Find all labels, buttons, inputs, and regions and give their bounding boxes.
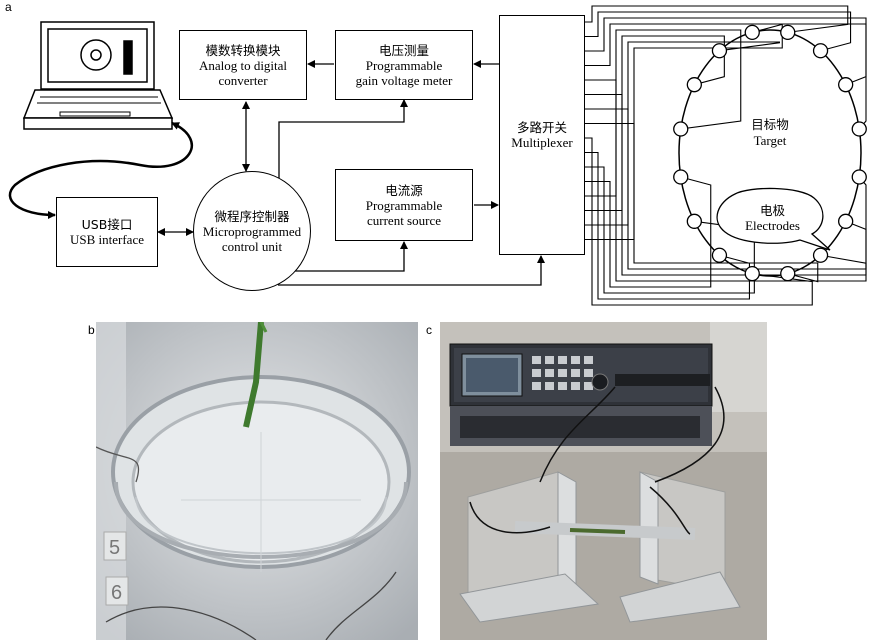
electrode-wire bbox=[585, 5, 849, 33]
voltmeter-label-en2: gain voltage meter bbox=[355, 72, 453, 88]
mcu-label-en1: Microprogrammed bbox=[202, 223, 302, 239]
instrument-key bbox=[558, 369, 567, 377]
electrode-node bbox=[812, 247, 829, 263]
electrode-node bbox=[686, 213, 702, 229]
adc-label-cn: 模数转换模块 bbox=[205, 42, 281, 58]
multiplexer-block: 多路开关 Multiplexer bbox=[499, 15, 585, 255]
usb-label-cn: USB接口 bbox=[81, 217, 133, 232]
mcu-block: 微程序控制器 Microprogrammed control unit bbox=[193, 171, 311, 291]
tank-label-6: 6 bbox=[111, 582, 122, 604]
electrodes-label-en: Electrodes bbox=[745, 217, 800, 233]
mux-label-en1: Multiplexer bbox=[511, 135, 573, 150]
instrument-key bbox=[545, 382, 554, 390]
current-source-block: 电流源 Programmable current source bbox=[335, 169, 473, 241]
current-label-en2: current source bbox=[367, 212, 441, 228]
instrument-key bbox=[558, 382, 567, 390]
instrument-key bbox=[532, 369, 541, 377]
electrode-node bbox=[838, 213, 854, 229]
electrode-wire bbox=[585, 29, 742, 197]
electrodes-callout bbox=[716, 187, 831, 251]
electrode-node bbox=[744, 265, 760, 282]
electrode-wire bbox=[585, 17, 867, 86]
usb-label-en1: USB interface bbox=[69, 232, 144, 247]
adc-block: 模数转换模块 Analog to digital converter bbox=[179, 30, 307, 100]
electrode-node bbox=[686, 77, 702, 93]
instrument-key bbox=[532, 382, 541, 390]
electrode-node bbox=[711, 247, 728, 263]
electrode-node bbox=[851, 121, 867, 137]
current-label-en1: Programmable bbox=[365, 197, 443, 213]
target-boundary bbox=[678, 29, 862, 277]
electrode-wire bbox=[585, 23, 867, 130]
voltmeter-block: 电压测量 Programmable gain voltage meter bbox=[335, 30, 473, 100]
photo-instrument bbox=[440, 322, 767, 640]
electrode-wire bbox=[585, 79, 867, 282]
mcu-label-cn: 微程序控制器 bbox=[214, 208, 290, 224]
electrode-node bbox=[838, 77, 854, 93]
instrument-key bbox=[571, 382, 580, 390]
photo-tank: 5 6 bbox=[96, 322, 418, 640]
electrode-node bbox=[812, 43, 829, 59]
adc-label-en1: Analog to digital bbox=[198, 57, 288, 73]
electrode-wire bbox=[585, 41, 780, 226]
voltmeter-label-cn: 电压测量 bbox=[378, 42, 429, 58]
electrode-node bbox=[673, 169, 689, 185]
electrode-node bbox=[851, 169, 867, 185]
connection-lines bbox=[157, 60, 545, 286]
electrode-node bbox=[780, 265, 796, 282]
electrode-wire bbox=[585, 137, 813, 306]
mux-label-cn: 多路开关 bbox=[516, 120, 567, 135]
instrument-key bbox=[545, 356, 554, 364]
instrument-key bbox=[558, 356, 567, 364]
instrument-key bbox=[584, 369, 593, 377]
instrument-key bbox=[571, 369, 580, 377]
adc-label-en2: converter bbox=[218, 72, 268, 88]
current-label-cn: 电流源 bbox=[385, 182, 423, 198]
electrode-wire bbox=[585, 35, 725, 212]
instrument-key bbox=[571, 356, 580, 364]
tank-label-5: 5 bbox=[109, 537, 120, 559]
instrument-key bbox=[532, 356, 541, 364]
electrode-wire bbox=[585, 23, 783, 241]
electrode-wire bbox=[585, 122, 819, 283]
electrode-node bbox=[673, 121, 689, 137]
instrument-key bbox=[545, 369, 554, 377]
mcu-label-en2: control unit bbox=[221, 238, 283, 254]
electrode-node bbox=[711, 43, 728, 59]
laptop-icon bbox=[22, 21, 174, 130]
electrodes-label: 电极 Electrodes bbox=[725, 195, 820, 240]
target-label: 目标物 Target bbox=[730, 117, 810, 149]
electrode-wire bbox=[585, 176, 712, 288]
instrument-icon bbox=[449, 343, 713, 446]
target-label-en: Target bbox=[753, 133, 787, 148]
electrode-wires bbox=[585, 5, 867, 306]
electrode-ring bbox=[673, 24, 867, 282]
electrode-node bbox=[744, 24, 760, 41]
block-diagram bbox=[8, 5, 867, 306]
usb-block: USB接口 USB interface bbox=[56, 197, 158, 267]
electrodes-label-cn: 电极 bbox=[759, 202, 785, 218]
instrument-key bbox=[584, 382, 593, 390]
voltmeter-label-en1: Programmable bbox=[365, 57, 443, 73]
electrode-node bbox=[780, 24, 796, 41]
target-label-cn: 目标物 bbox=[751, 117, 789, 132]
electrode-wire bbox=[585, 11, 852, 52]
usb-cable bbox=[8, 121, 193, 219]
instrument-key bbox=[584, 356, 593, 364]
panel-label-a: a bbox=[5, 0, 12, 14]
electrode-wire bbox=[585, 151, 750, 300]
panel-label-b: b bbox=[88, 323, 95, 337]
panel-label-c: c bbox=[426, 323, 432, 337]
